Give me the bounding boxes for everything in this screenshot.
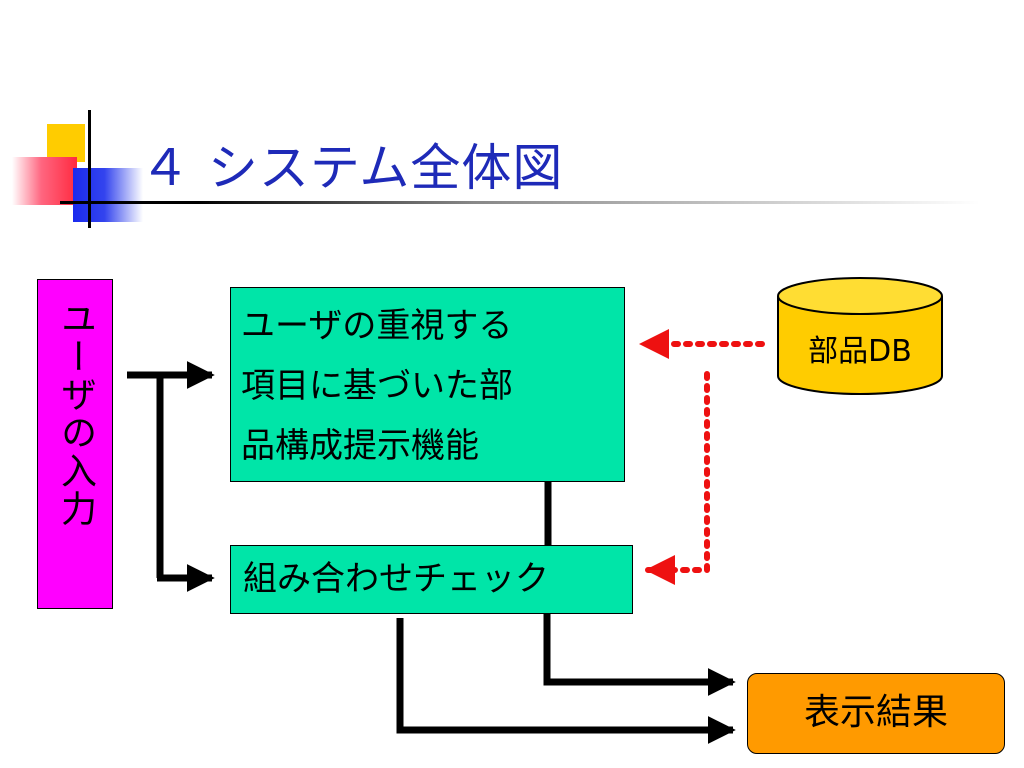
title-decoration-blue-gradient xyxy=(73,168,143,222)
proposal-line-3: 品構成提示機能 xyxy=(241,426,479,466)
parts-proposal-function-box: ユーザの重視する 項目に基づいた部 品構成提示機能 xyxy=(230,287,625,482)
user-input-label: ユーザの入力 xyxy=(55,300,96,528)
title-decoration-yellow-square xyxy=(47,124,85,162)
proposal-line-1: ユーザの重視する xyxy=(241,306,513,346)
combination-check-label: 組み合わせチェック xyxy=(243,559,549,599)
user-input-box: ユーザの入力 xyxy=(37,279,113,609)
title-decoration-red-gradient xyxy=(12,157,77,205)
page-title: ４ システム全体図 xyxy=(140,139,564,197)
title-decoration-vertical-line xyxy=(88,110,91,228)
display-result-box: 表示結果 xyxy=(747,673,1005,754)
database-cylinder-icon xyxy=(777,277,943,395)
display-result-label: 表示結果 xyxy=(803,692,948,733)
check-to-result-upper-arrow xyxy=(543,614,736,696)
parts-db-label: 部品DB xyxy=(808,334,912,369)
check-to-result-lower-arrow xyxy=(396,618,736,744)
combination-check-box: 組み合わせチェック xyxy=(230,545,633,614)
proposal-line-2: 項目に基づいた部 xyxy=(241,366,513,406)
title-underline-rule xyxy=(60,201,980,204)
db-to-check-dotted-arrow xyxy=(645,371,710,585)
